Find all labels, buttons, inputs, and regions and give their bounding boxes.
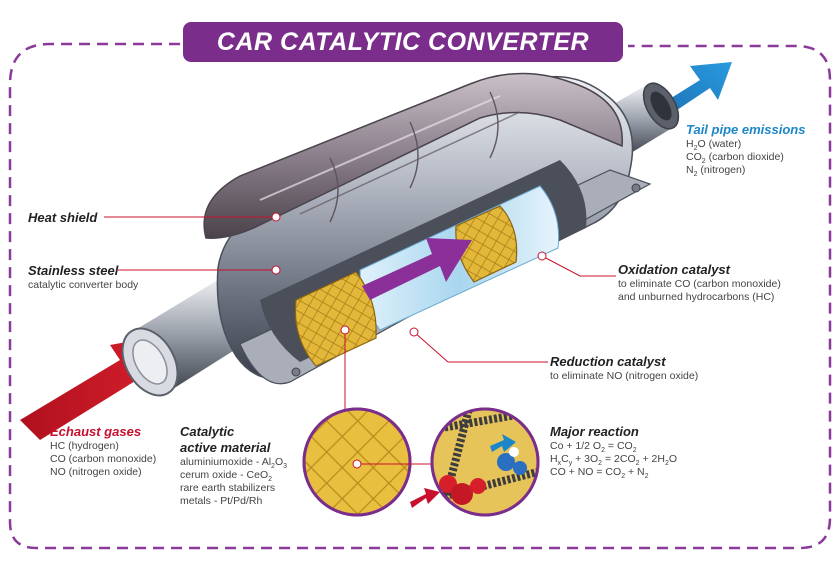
chem-sub: 2 <box>621 473 626 481</box>
cutaway-interior <box>260 160 587 367</box>
label-major-reaction: Major reaction Co + 1/2 O2 = CO2 HxCy + … <box>550 424 678 481</box>
exhaust-line: NO (nitrogen oxide) <box>50 466 142 478</box>
catalytic-line: aluminiumoxide - Al2O3 <box>180 456 288 471</box>
major-reaction-heading: Major reaction <box>550 424 639 439</box>
chem-sub: 2 <box>598 460 603 468</box>
chem-sub: 2 <box>693 171 698 179</box>
heat-shield <box>203 72 623 239</box>
label-stainless-steel: Stainless steel catalytic converter body <box>28 263 138 292</box>
chem-sub: 2 <box>635 460 640 468</box>
chem-sub: 2 <box>693 145 698 153</box>
chem-part: O <box>668 453 678 465</box>
label-heat-shield: Heat shield <box>28 210 97 226</box>
chem-part: N <box>686 164 694 176</box>
heat-shield-heading: Heat shield <box>28 210 98 225</box>
exhaust-gases-heading: Echaust gases <box>50 424 142 439</box>
exhaust-line: HC (hydrogen) <box>50 440 119 452</box>
chem-sub: 2 <box>701 158 706 166</box>
stainless-steel-heading: Stainless steel <box>28 263 119 278</box>
chem-part: H <box>686 138 694 150</box>
chem-part: (carbon dioxide) <box>705 151 784 163</box>
catalytic-line: metals - Pt/Pd/Rh <box>180 495 263 507</box>
tail-pipe-line-co2: CO2 (carbon dioxide) <box>686 151 805 166</box>
chem-part: O (water) <box>697 138 742 150</box>
leader-lines <box>104 212 616 412</box>
chem-sub: 2 <box>632 447 637 455</box>
tail-pipe-line-water: H2O (water) <box>686 138 805 153</box>
label-reduction-catalyst: Reduction catalyst to eliminate NO (nitr… <box>550 354 698 383</box>
stainless-steel-sub: catalytic converter body <box>28 279 139 291</box>
catalytic-heading-2: active material <box>180 440 271 455</box>
label-catalytic-material: Catalytic active material aluminiumoxide… <box>180 424 287 508</box>
chem-part: cerum oxide - CeO <box>180 469 269 481</box>
oxidation-catalyst-heading: Oxidation catalyst <box>618 262 730 277</box>
chem-sub: 2 <box>268 476 273 484</box>
chem-sub: 2 <box>601 447 605 455</box>
reaction-eq-3: CO + NO = CO2 + N2 <box>550 466 677 481</box>
oxidation-line: to eliminate CO (carbon monoxide) <box>618 278 781 290</box>
chem-sub: 2 <box>271 463 275 471</box>
reaction-eq-2: HxCy + 3O2 = 2CO2 + 2H2O <box>550 453 678 468</box>
flow-arrow <box>362 238 472 300</box>
exhaust-line: CO (carbon monoxide) <box>50 453 157 465</box>
label-oxidation-catalyst: Oxidation catalyst to eliminate CO (carb… <box>618 262 781 304</box>
label-tail-pipe: Tail pipe emissions H2O (water) CO2 (car… <box>686 122 806 179</box>
dashed-frame <box>8 42 832 550</box>
reaction-detail <box>430 407 540 517</box>
chem-part: C <box>561 453 569 465</box>
chem-part: + N <box>625 466 645 478</box>
chem-sub: y <box>568 460 573 468</box>
chem-part: aluminiumoxide - Al <box>180 456 272 468</box>
catalytic-line: rare earth stabilizers <box>180 482 276 494</box>
chem-part: = CO <box>604 440 633 452</box>
reaction-input-arrow <box>410 488 440 508</box>
chem-part: CO + NO = CO <box>550 466 622 478</box>
chem-part: + 3O <box>572 453 599 465</box>
chem-part: H <box>550 453 558 465</box>
chem-part: O <box>274 456 284 468</box>
reduction-line: to eliminate NO (nitrogen oxide) <box>550 370 699 382</box>
oxidation-line: and unburned hydrocarbons (HC) <box>618 291 775 303</box>
chem-sub: x <box>557 460 562 468</box>
chem-part: = 2CO <box>602 453 636 465</box>
catalytic-heading-1: Catalytic <box>180 424 235 439</box>
chem-part: CO <box>686 151 702 163</box>
tail-pipe-heading: Tail pipe emissions <box>686 122 806 137</box>
chem-part: (nitrogen) <box>697 164 746 176</box>
chem-sub: 3 <box>283 463 288 471</box>
tail-pipe-line-n2: N2 (nitrogen) <box>686 164 805 179</box>
reduction-catalyst-heading: Reduction catalyst <box>550 354 666 369</box>
honeycomb-detail <box>302 407 432 517</box>
chem-sub: 2 <box>664 460 669 468</box>
page-title: CAR CATALYTIC CONVERTER <box>216 28 590 56</box>
catalytic-line: cerum oxide - CeO2 <box>180 469 287 484</box>
reaction-eq-1: Co + 1/2 O2 = CO2 <box>550 440 677 455</box>
title-banner <box>183 22 623 62</box>
chem-part: + 2H <box>639 453 665 465</box>
label-exhaust-gases: Echaust gases HC (hydrogen) CO (carbon m… <box>50 424 156 479</box>
chem-sub: 2 <box>644 473 649 481</box>
chem-part: Co + 1/2 O <box>550 440 602 452</box>
